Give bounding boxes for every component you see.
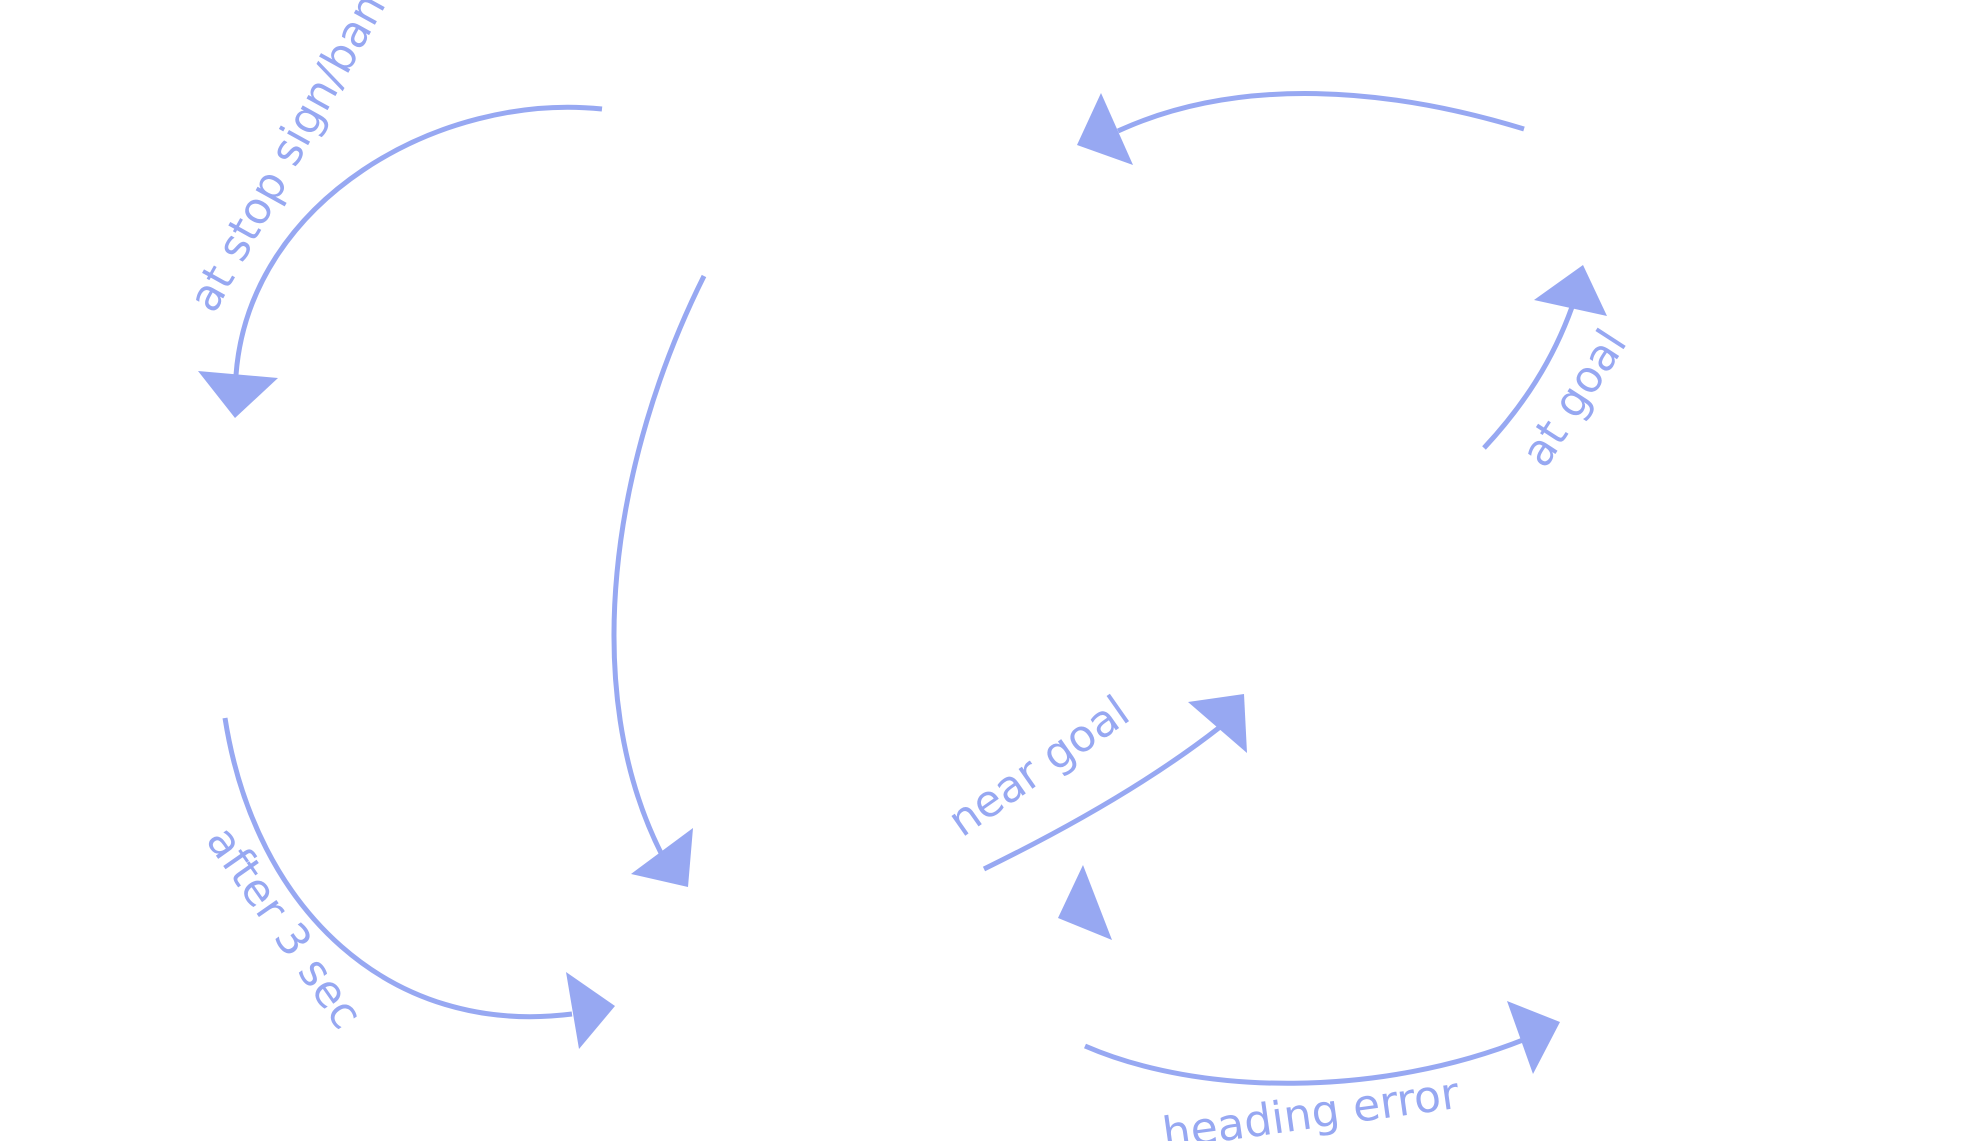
edge-top-right-line bbox=[1116, 91, 1525, 134]
edge-near-goal-label: near goal bbox=[939, 686, 1139, 847]
edge-up-arrowhead bbox=[1058, 865, 1112, 940]
edge-at-goal-arrowhead bbox=[1534, 265, 1607, 316]
edge-near-goal-line bbox=[982, 725, 1222, 872]
edge-after-3-sec-label: after 3 sec bbox=[196, 817, 372, 1038]
edge-heading-error-arrowhead bbox=[1507, 1001, 1560, 1074]
edge-top-right-arrowhead bbox=[1077, 93, 1133, 165]
edge-near-goal-arrowhead bbox=[1188, 694, 1247, 753]
edge-long-down bbox=[611, 274, 707, 887]
edge-after-3-sec-line bbox=[222, 717, 573, 1020]
up-arrowhead bbox=[1058, 865, 1112, 940]
edge-heading-error-line bbox=[1084, 1035, 1529, 1086]
edge-at-stop-sign-arrowhead bbox=[198, 371, 278, 418]
edge-after-3-sec: after 3 sec bbox=[196, 717, 615, 1049]
edge-at-stop-sign-line bbox=[233, 104, 603, 376]
edge-heading-error: heading error bbox=[1084, 1001, 1560, 1141]
edge-long-down-line bbox=[611, 274, 707, 857]
edge-near-goal: near goal bbox=[939, 686, 1247, 872]
edge-at-goal-label: at goal bbox=[1511, 321, 1637, 476]
edge-at-goal: at goal bbox=[1482, 265, 1637, 476]
edge-at-stop-sign-label: at stop sign/bananas bbox=[179, 0, 447, 320]
edge-after-3-sec-arrowhead bbox=[566, 972, 615, 1049]
edge-top-right bbox=[1077, 91, 1525, 165]
edge-long-down-arrowhead bbox=[631, 828, 693, 887]
edge-at-stop-sign: at stop sign/bananas bbox=[179, 0, 603, 418]
edge-at-goal-line bbox=[1482, 306, 1575, 450]
